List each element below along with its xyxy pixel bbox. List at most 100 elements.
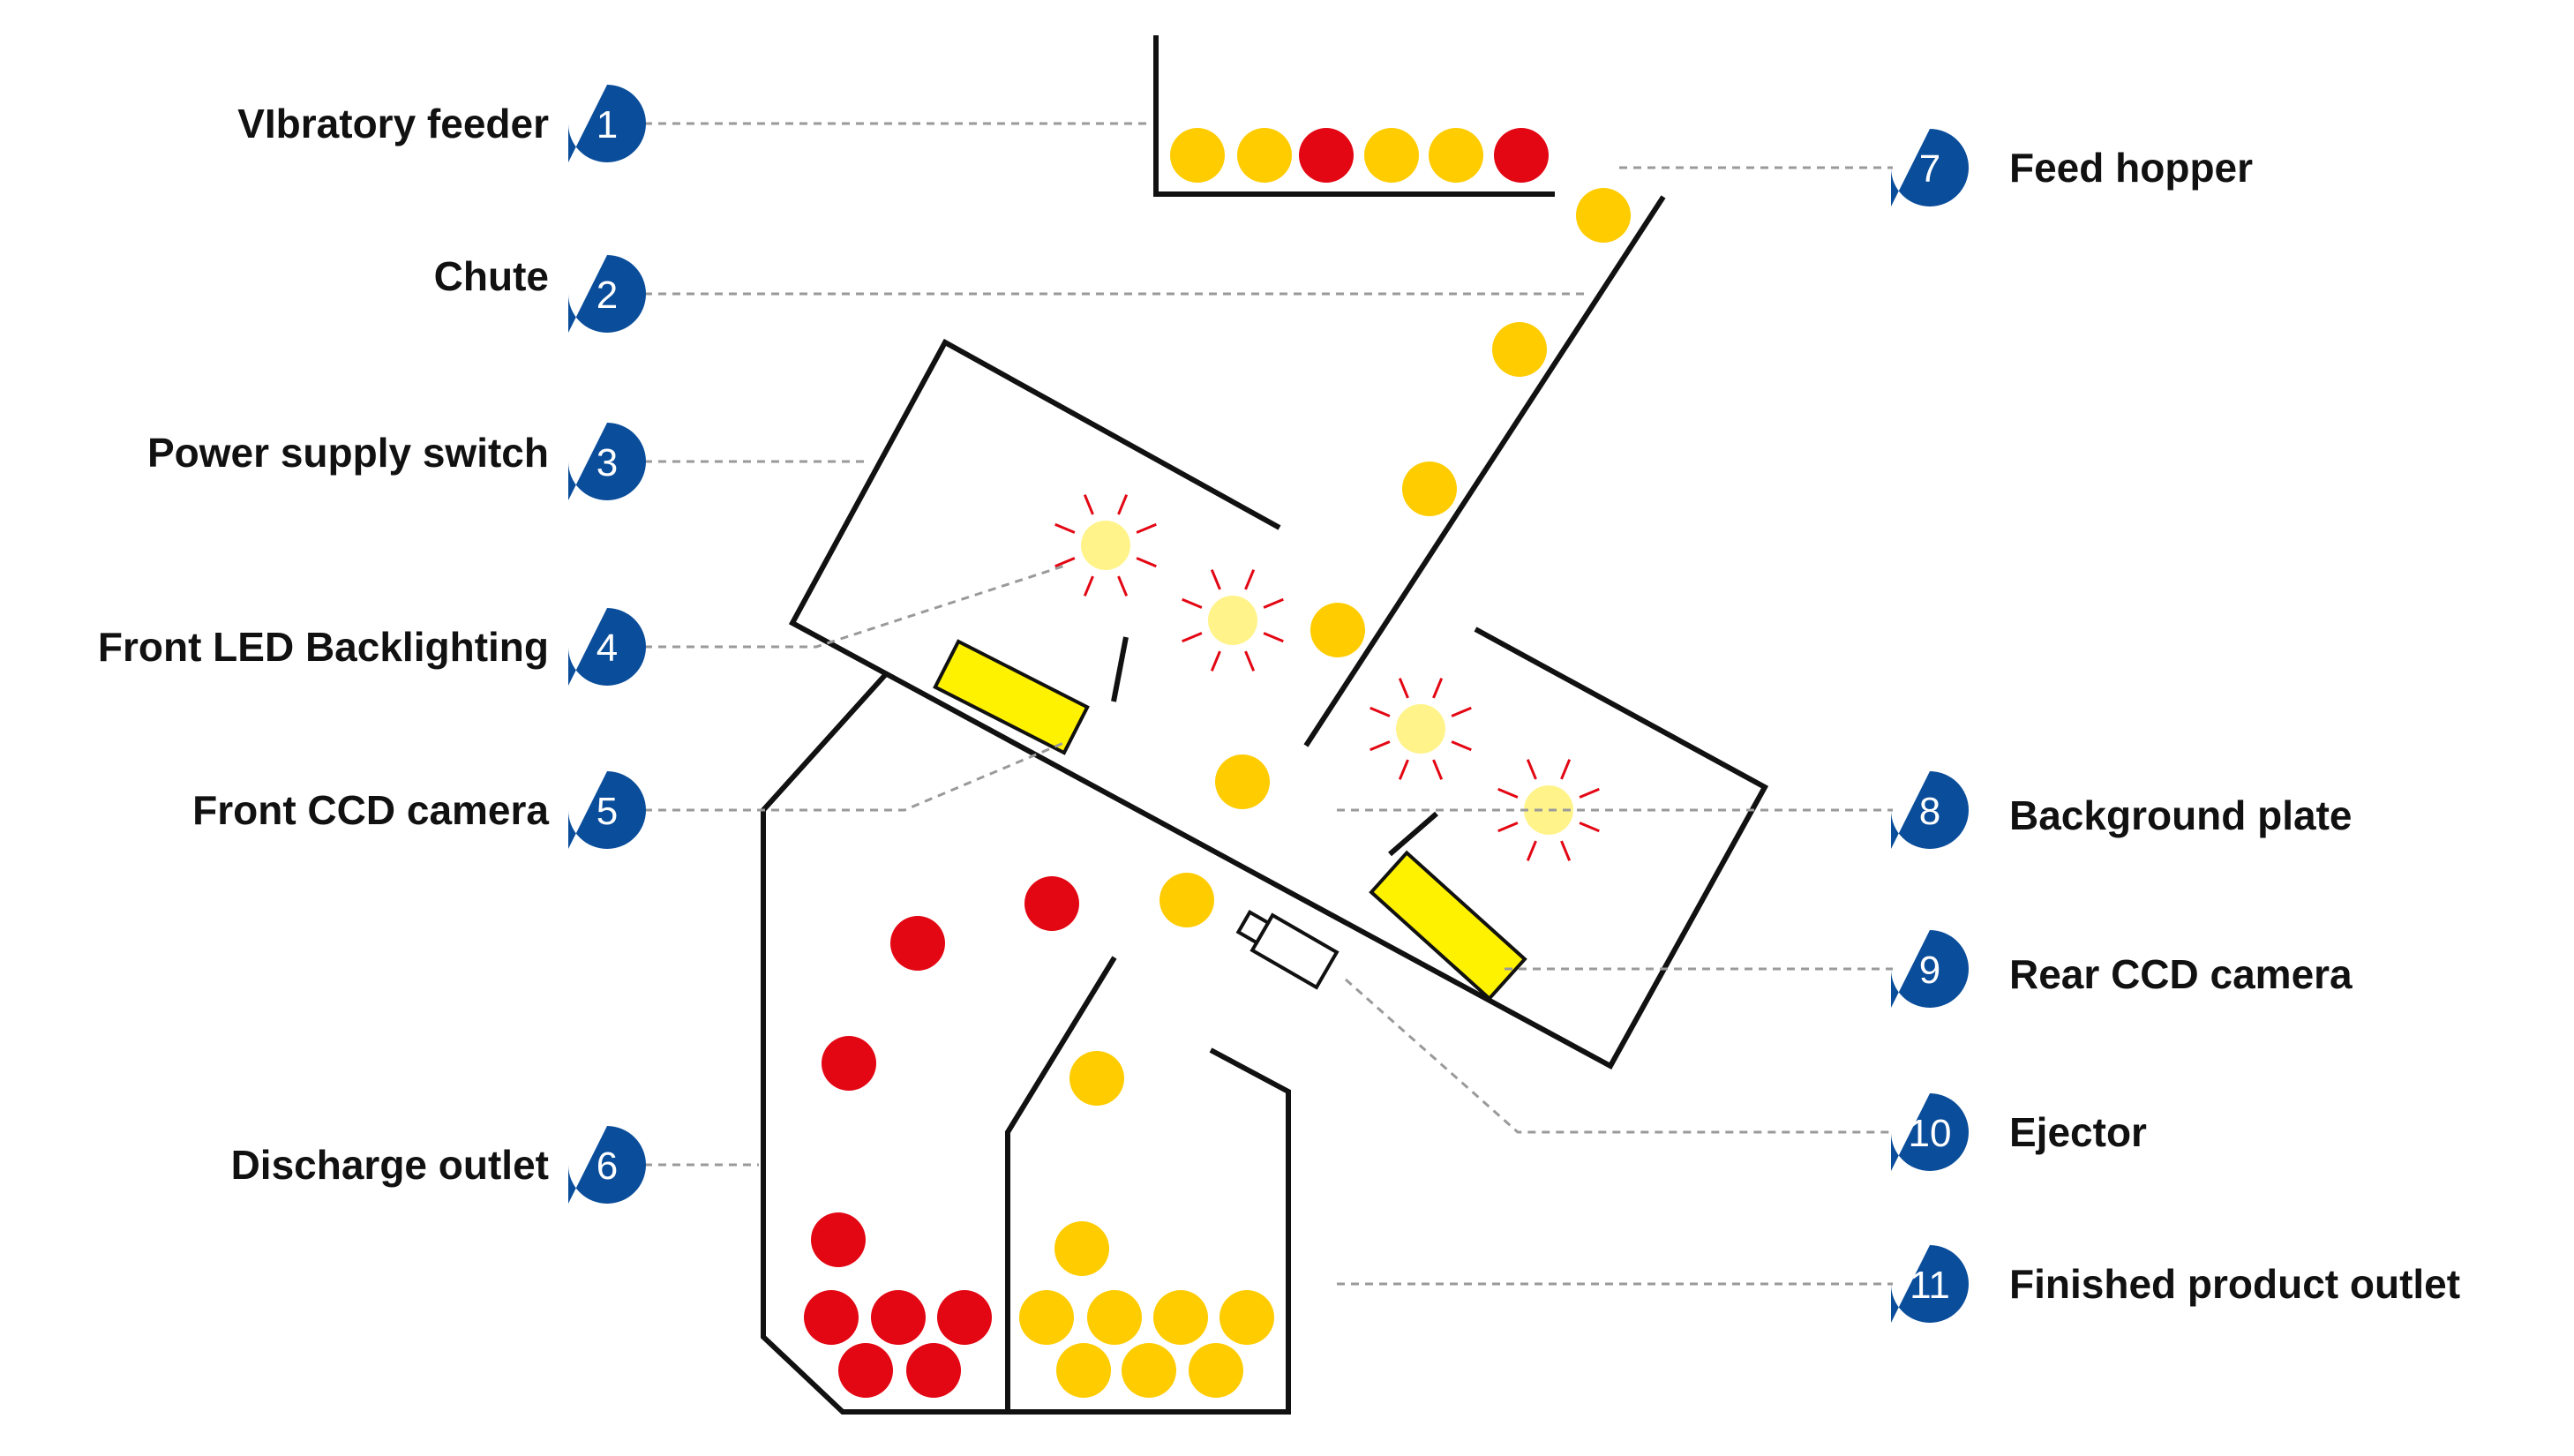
ejector-nozzle xyxy=(1235,910,1340,990)
led-ray xyxy=(1083,494,1094,515)
callout-label: VIbratory feeder xyxy=(237,101,549,146)
callout-8: 8 Background plate xyxy=(1891,771,2353,849)
callout-number: 2 xyxy=(597,274,618,317)
yellow-pellet xyxy=(1237,128,1292,183)
pellets xyxy=(804,128,1631,1398)
callout-label: Background plate xyxy=(2009,792,2353,838)
callout-badge xyxy=(568,771,646,849)
callout-label: Power supply switch xyxy=(147,430,549,476)
led-ray xyxy=(1579,822,1600,833)
led-ray xyxy=(1117,494,1129,515)
callout-number: 1 xyxy=(597,103,618,146)
yellow-pellet xyxy=(1069,1051,1124,1106)
led-ray xyxy=(1432,759,1444,780)
callout-5: 5 Front CCD camera xyxy=(192,771,646,849)
callout-10: 10 Ejector xyxy=(1891,1093,2147,1171)
led-ray xyxy=(1244,650,1256,672)
optics xyxy=(933,639,1527,1002)
callout-label: Finished product outlet xyxy=(2009,1261,2460,1307)
callout-number: 4 xyxy=(597,627,618,670)
baffle-rear xyxy=(1388,811,1438,857)
yellow-pellet xyxy=(1364,128,1419,183)
red-pellet xyxy=(822,1036,876,1091)
led-ray xyxy=(1210,650,1221,672)
callout-label: Feed hopper xyxy=(2009,145,2253,191)
red-pellet xyxy=(838,1343,893,1398)
yellow-pellet xyxy=(1054,1221,1109,1276)
callout-label: Discharge outlet xyxy=(231,1142,549,1188)
yellow-pellet xyxy=(1219,1290,1274,1345)
yellow-pellet xyxy=(1215,754,1270,809)
callout-number: 3 xyxy=(597,441,618,484)
callout-1: 1 VIbratory feeder xyxy=(237,85,646,162)
led-ray xyxy=(1497,787,1519,799)
callout-number: 6 xyxy=(597,1145,618,1188)
leader-lines xyxy=(644,122,1893,1286)
yellow-pellet xyxy=(1170,128,1225,183)
yellow-pellet xyxy=(1189,1343,1243,1398)
led-ray xyxy=(1370,706,1391,717)
led-light xyxy=(1370,678,1472,780)
led-ray xyxy=(1560,840,1572,861)
yellow-pellet xyxy=(1019,1290,1074,1345)
front-ccd-camera-shape xyxy=(933,639,1090,755)
front-chamber-wall xyxy=(788,338,1769,1070)
led-ray xyxy=(1497,822,1519,833)
led-backlights xyxy=(1054,494,1600,861)
callout-badge xyxy=(568,608,646,686)
led-ray xyxy=(1263,597,1284,609)
led-ray xyxy=(1083,575,1094,597)
red-pellet xyxy=(937,1290,992,1345)
led-ray xyxy=(1451,740,1472,752)
callout-number: 7 xyxy=(1919,147,1940,191)
yellow-pellet xyxy=(1153,1290,1208,1345)
outlet-divider xyxy=(1005,956,1117,1412)
led-ray xyxy=(1451,706,1472,717)
led-ray xyxy=(1432,678,1444,699)
red-pellet xyxy=(1024,876,1079,931)
callout-11: 11 Finished product outlet xyxy=(1891,1245,2460,1323)
machine-outline xyxy=(761,35,1769,1415)
leader-5 xyxy=(644,739,1069,812)
callout-label: Chute xyxy=(434,253,549,299)
callout-number: 5 xyxy=(597,790,618,833)
chute-line xyxy=(1303,195,1666,747)
led-light xyxy=(1182,569,1284,672)
led-ray xyxy=(1579,787,1600,799)
yellow-pellet xyxy=(1492,322,1547,377)
callout-badge xyxy=(1891,1245,1969,1323)
callout-badge xyxy=(568,1126,646,1204)
yellow-pellet xyxy=(1056,1343,1111,1398)
callout-label: Front LED Backlighting xyxy=(98,624,549,670)
red-pellet xyxy=(811,1212,866,1267)
led-ray xyxy=(1210,569,1221,590)
led-light xyxy=(1054,494,1157,597)
callouts: 1 VIbratory feeder 2 Chute 3 Power suppl… xyxy=(98,85,2460,1323)
led-ray xyxy=(1136,557,1157,568)
callout-number: 9 xyxy=(1919,949,1940,992)
led-bulb xyxy=(1396,704,1445,754)
callout-label: Ejector xyxy=(2009,1109,2147,1155)
feeder-tray xyxy=(1153,35,1555,197)
yellow-pellet xyxy=(1429,128,1483,183)
yellow-pellet xyxy=(1402,462,1457,516)
led-ray xyxy=(1526,759,1537,780)
yellow-pellet xyxy=(1122,1343,1176,1398)
red-pellet xyxy=(804,1290,859,1345)
callout-badge xyxy=(568,255,646,333)
callout-badge xyxy=(1891,771,1969,849)
red-pellet xyxy=(1299,128,1354,183)
red-pellet xyxy=(871,1290,926,1345)
led-ray xyxy=(1244,569,1256,590)
baffle-front xyxy=(1111,636,1129,702)
leader-10 xyxy=(1345,978,1893,1134)
led-bulb xyxy=(1208,596,1257,645)
led-ray xyxy=(1560,759,1572,780)
led-ray xyxy=(1054,522,1076,534)
yellow-pellet xyxy=(1310,603,1365,657)
led-ray xyxy=(1263,632,1284,643)
led-ray xyxy=(1370,740,1391,752)
callout-2: 2 Chute xyxy=(434,253,646,333)
led-ray xyxy=(1136,522,1157,534)
